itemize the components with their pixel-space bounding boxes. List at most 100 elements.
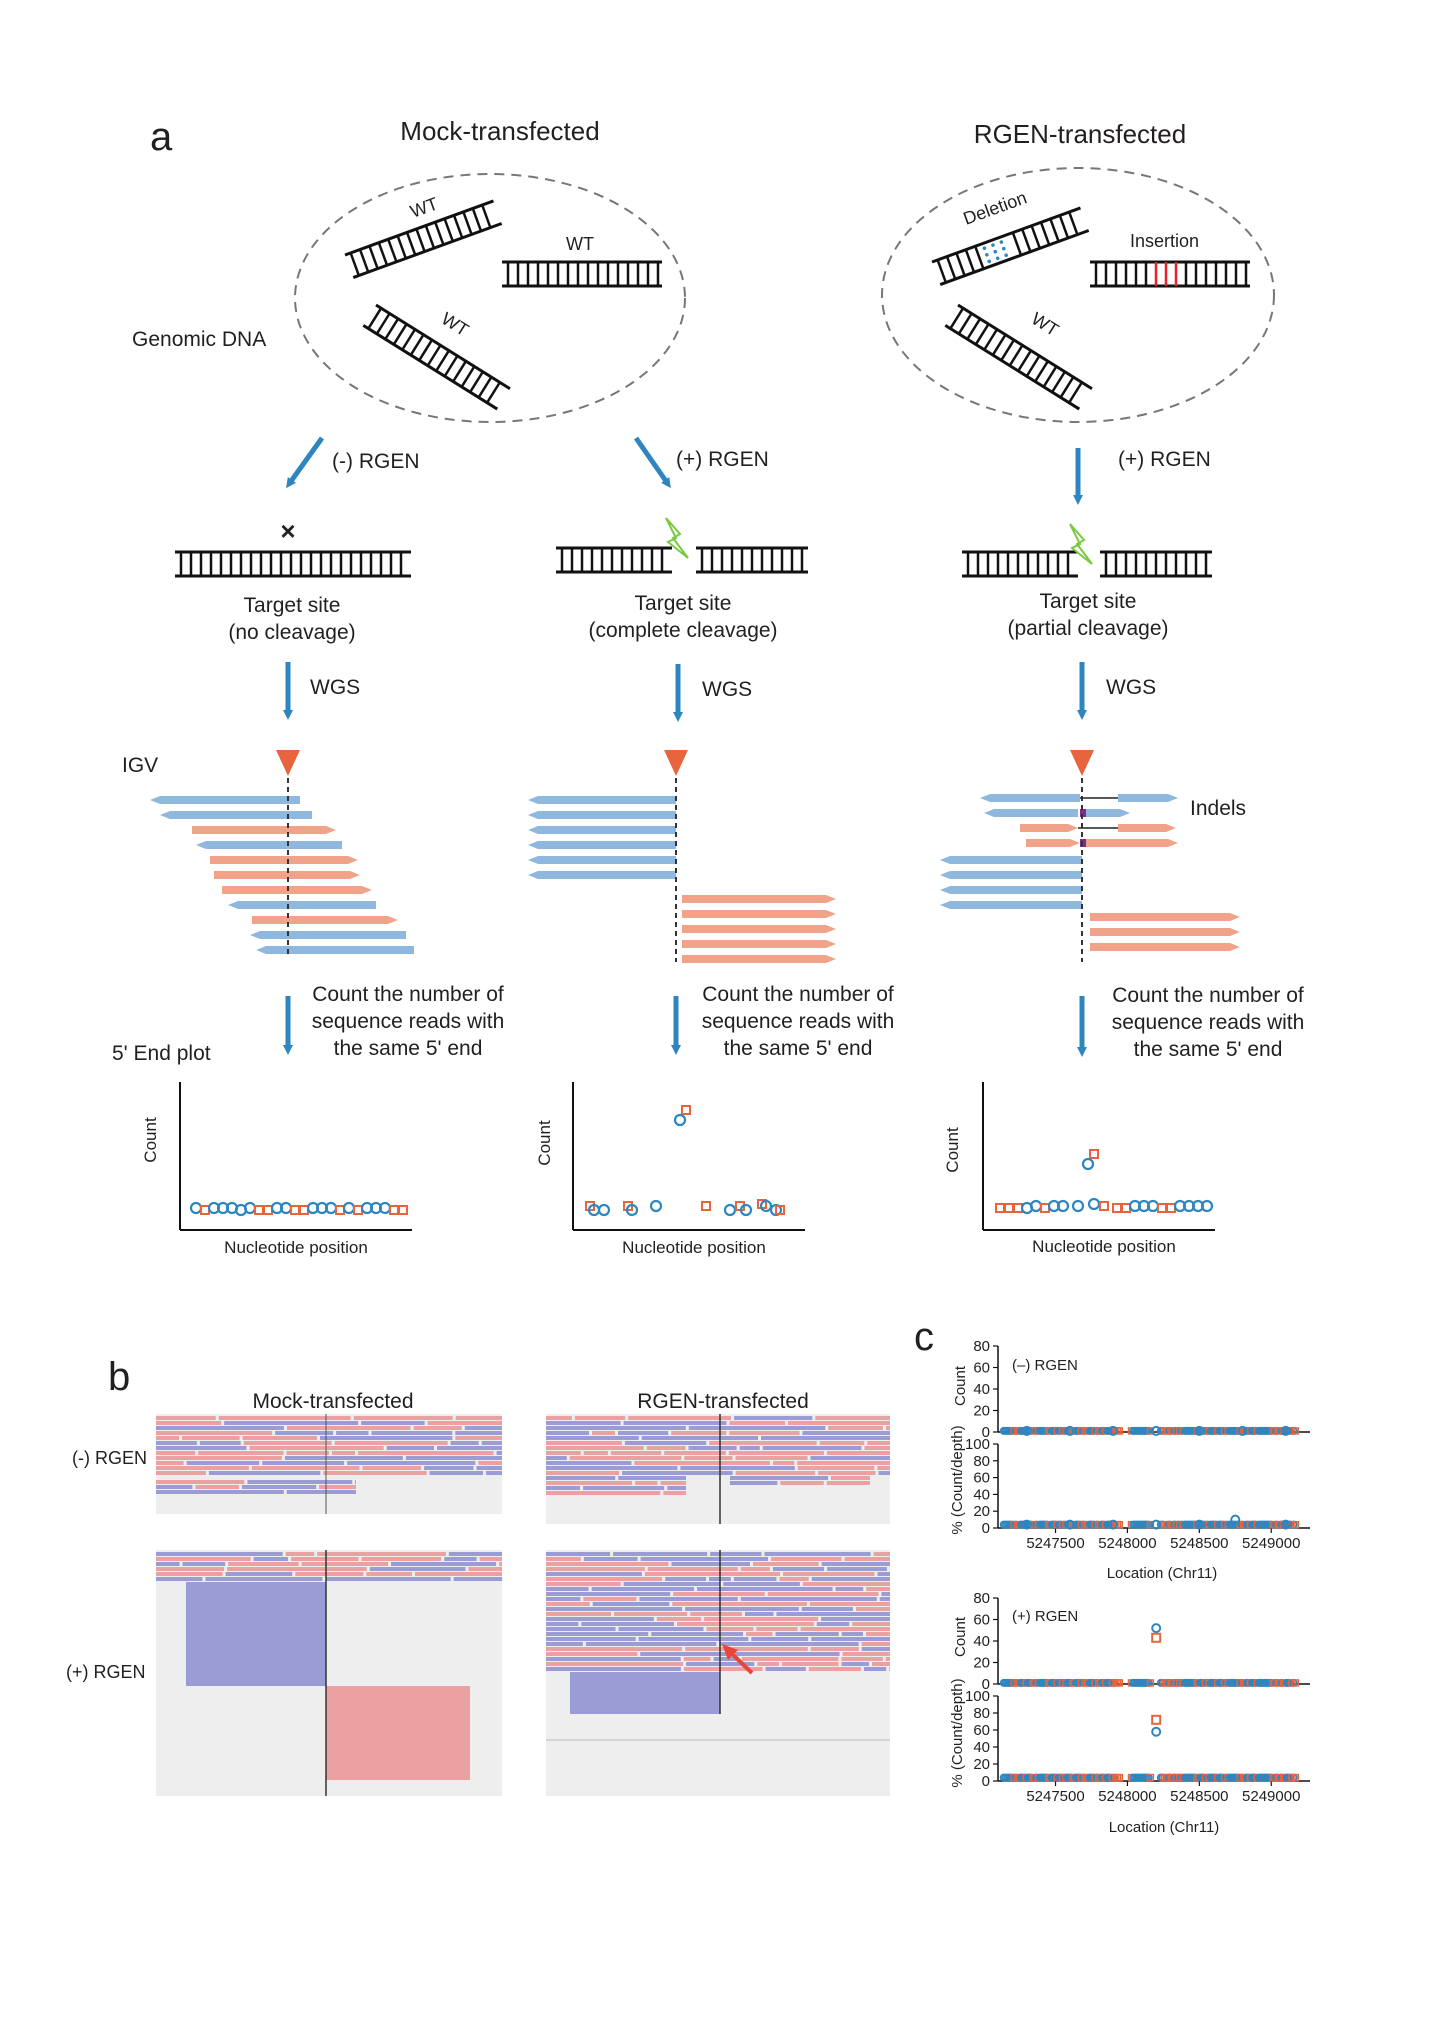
igv-mock-minus-read [361, 1421, 425, 1425]
c-plus-pct-square-point [1151, 1714, 1162, 1725]
dna-wt-4-rung [1034, 360, 1049, 383]
c-minus-count-circle-point [1194, 1425, 1205, 1436]
red-arrow-head-icon [722, 1644, 738, 1660]
igv-rgen-plus-read [546, 1627, 616, 1631]
end-plot-1-square-point-22 [389, 1205, 399, 1215]
count-text-2-line3: the same 5' end [724, 1037, 873, 1060]
igv-rgen-plus-read [546, 1597, 581, 1601]
read-col3-indel-4b [1086, 839, 1178, 847]
genomic-dna-label: Genomic DNA [132, 328, 266, 351]
c-plus-pct-baseline-square [1146, 1773, 1155, 1782]
igv-rgen-plus-read [740, 1567, 770, 1571]
igv-mock-minus-read [243, 1441, 332, 1445]
igv-rgen-minus-read [788, 1421, 890, 1425]
igv-mock-minus-read [362, 1466, 422, 1470]
igv-rgen-minus-read [797, 1466, 875, 1470]
wgs-label-3: WGS [1106, 676, 1156, 699]
c-minus-count-baseline-square [1291, 1427, 1300, 1435]
read-col1-2 [192, 826, 336, 834]
igv-mock-minus-read [181, 1436, 240, 1440]
igv-rgen-plus-read [756, 1627, 798, 1631]
igv-mock-plus-top-read [317, 1552, 446, 1556]
dna-wt-3-rung [469, 371, 484, 393]
plus-rgen-label-rgen: (+) RGEN [1118, 448, 1211, 471]
igv-rgen-plus-read [889, 1667, 890, 1671]
igv-rgen-plus-read [885, 1657, 890, 1661]
c-minus-count-circle-point [1237, 1425, 1248, 1436]
igv-mock-minus-read [405, 1456, 502, 1460]
dna-wt-1-rung [377, 242, 389, 266]
igv-rgen-minus-read [828, 1426, 883, 1430]
igv-mock-plus-top-read [366, 1572, 413, 1576]
igv-rgen-plus-read [753, 1562, 819, 1566]
dna-wt-4-rung [1017, 349, 1032, 372]
c-plus-count-ytick-label: 40 [973, 1633, 990, 1650]
igv-rgen-plus-read [546, 1657, 681, 1661]
dna-wt-3-rung [392, 323, 408, 346]
igv-mock-minus-read [156, 1471, 206, 1475]
igv-mock-plus-top-read [391, 1562, 497, 1566]
wt-label-1: WT [408, 193, 441, 221]
igv-rgen-minus-tail-read [546, 1476, 616, 1480]
igv-mock-minus-read [156, 1426, 284, 1430]
igv-mock-minus-tail-read [319, 1485, 356, 1489]
dna-deletion-deletion-dot [987, 259, 992, 264]
end-plot-1-square-point-16 [335, 1205, 345, 1215]
read-col3-indel-3b [1118, 824, 1176, 832]
igv-rgen-plus-read [656, 1617, 702, 1621]
end-plot-3-square-point-8 [1112, 1203, 1122, 1213]
dna-wt-4-rung [1008, 344, 1024, 367]
c-minus-pct-baseline-square [1291, 1520, 1300, 1529]
igv-mock-plus-top-read [156, 1557, 251, 1561]
igv-rgen-plus-read [546, 1572, 642, 1576]
target-complete-left [556, 546, 672, 574]
igv-plus-rgen-label: (+) RGEN [66, 1662, 146, 1682]
igv-mock-minus-read [286, 1451, 329, 1455]
igv-mock-minus-read [319, 1436, 453, 1440]
igv-rgen-plus-read [808, 1667, 861, 1671]
read-col3-blue-0 [940, 856, 1082, 864]
igv-mock-minus-read [427, 1421, 502, 1425]
igv-rgen-minus-tail2-read [830, 1476, 870, 1480]
end-plot-1-square-point-23 [398, 1205, 408, 1215]
end-plot-3-circle-point-21 [1087, 1197, 1101, 1211]
read-col1-9 [250, 931, 406, 939]
dna-wt-3-rung [443, 355, 459, 377]
igv-rgen-minus-read [624, 1441, 707, 1445]
dna-wt-1-rung [396, 235, 408, 259]
c-top-pct-ylabel: % (Count/depth) [949, 1425, 966, 1534]
end-plot-2-circle-point-7 [673, 1113, 687, 1127]
igv-rgen-plus-read [863, 1667, 887, 1671]
igv-rgen-plus-read [809, 1602, 890, 1606]
end-plot-2-circle-point-9 [723, 1203, 737, 1217]
c-minus-pct-xtick-label: 5247500 [1026, 1535, 1084, 1552]
igv-mock-minus-read [455, 1416, 502, 1420]
dna-wt-1-rung [387, 238, 398, 263]
end-plot-2-xlabel: Nucleotide position [622, 1238, 766, 1257]
dna-deletion [931, 206, 1090, 286]
igv-rgen-minus-read [646, 1446, 686, 1450]
igv-mock-minus-read [413, 1426, 462, 1430]
igv-mock-minus-read [334, 1441, 448, 1445]
c-minus-count-ytick-label: 0 [982, 1424, 990, 1441]
end-plot-3-square-point-5 [1040, 1203, 1050, 1213]
igv-mock-plus-top-read [156, 1562, 180, 1566]
igv-rgen-minus-read [592, 1431, 615, 1435]
c-plus-count-baseline-square [1115, 1679, 1124, 1687]
igv-rgen-minus-read [546, 1431, 590, 1435]
plus-rgen-label-mock: (+) RGEN [676, 448, 769, 471]
igv-rgen-plus-read [821, 1617, 890, 1621]
igv-rgen-plus-read [672, 1602, 807, 1606]
read-col3-indel-1b [1118, 794, 1178, 802]
igv-mock-minus-read [242, 1436, 317, 1440]
count-text-3-line1: Count the number of [1112, 984, 1304, 1007]
igv-rgen-plus-read [765, 1667, 806, 1671]
dna-deletion-rung [1049, 218, 1060, 242]
igv-rgen-plus-read [546, 1607, 683, 1611]
read-col2-blue-1 [528, 811, 676, 819]
igv-rgen-plus-read [719, 1642, 859, 1646]
c-minus-pct-ytick-label: 100 [965, 1436, 990, 1453]
read-col3-orange-2 [1090, 943, 1240, 951]
igv-rgen-plus-read [677, 1622, 814, 1626]
igv-rgen-minus-read [622, 1471, 733, 1475]
